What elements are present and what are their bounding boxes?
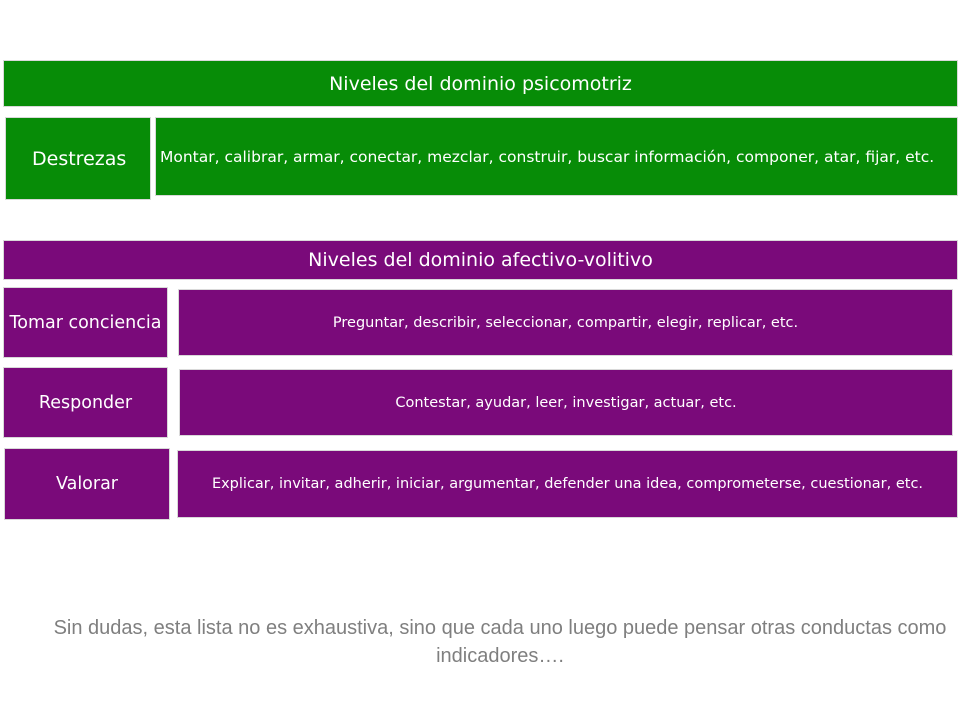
- valorar-label: Valorar: [55, 474, 119, 494]
- tomar-conciencia-description: Preguntar, describir, seleccionar, compa…: [332, 314, 799, 331]
- valorar-label-box: Valorar: [4, 448, 170, 520]
- destrezas-description-box: Montar, calibrar, armar, conectar, mezcl…: [155, 117, 958, 196]
- psychomotor-title-text: Niveles del dominio psicomotriz: [329, 72, 632, 95]
- tomar-conciencia-description-box: Preguntar, describir, seleccionar, compa…: [178, 289, 953, 356]
- valorar-description-box: Explicar, invitar, adherir, iniciar, arg…: [177, 450, 958, 518]
- tomar-conciencia-label: Tomar conciencia: [9, 312, 162, 333]
- psychomotor-title: Niveles del dominio psicomotriz: [3, 60, 958, 107]
- affective-title: Niveles del dominio afectivo-volitivo: [3, 240, 958, 280]
- responder-label: Responder: [38, 392, 133, 413]
- valorar-description: Explicar, invitar, adherir, iniciar, arg…: [211, 476, 924, 492]
- destrezas-description: Montar, calibrar, armar, conectar, mezcl…: [160, 147, 935, 166]
- responder-label-box: Responder: [3, 367, 168, 438]
- tomar-conciencia-label-box: Tomar conciencia: [3, 287, 168, 358]
- affective-title-text: Niveles del dominio afectivo-volitivo: [308, 249, 653, 271]
- destrezas-label-box: Destrezas: [5, 117, 151, 200]
- destrezas-label: Destrezas: [32, 147, 127, 170]
- footer-note: Sin dudas, esta lista no es exhaustiva, …: [53, 617, 947, 667]
- responder-description-box: Contestar, ayudar, leer, investigar, act…: [179, 369, 953, 436]
- responder-description: Contestar, ayudar, leer, investigar, act…: [395, 394, 737, 411]
